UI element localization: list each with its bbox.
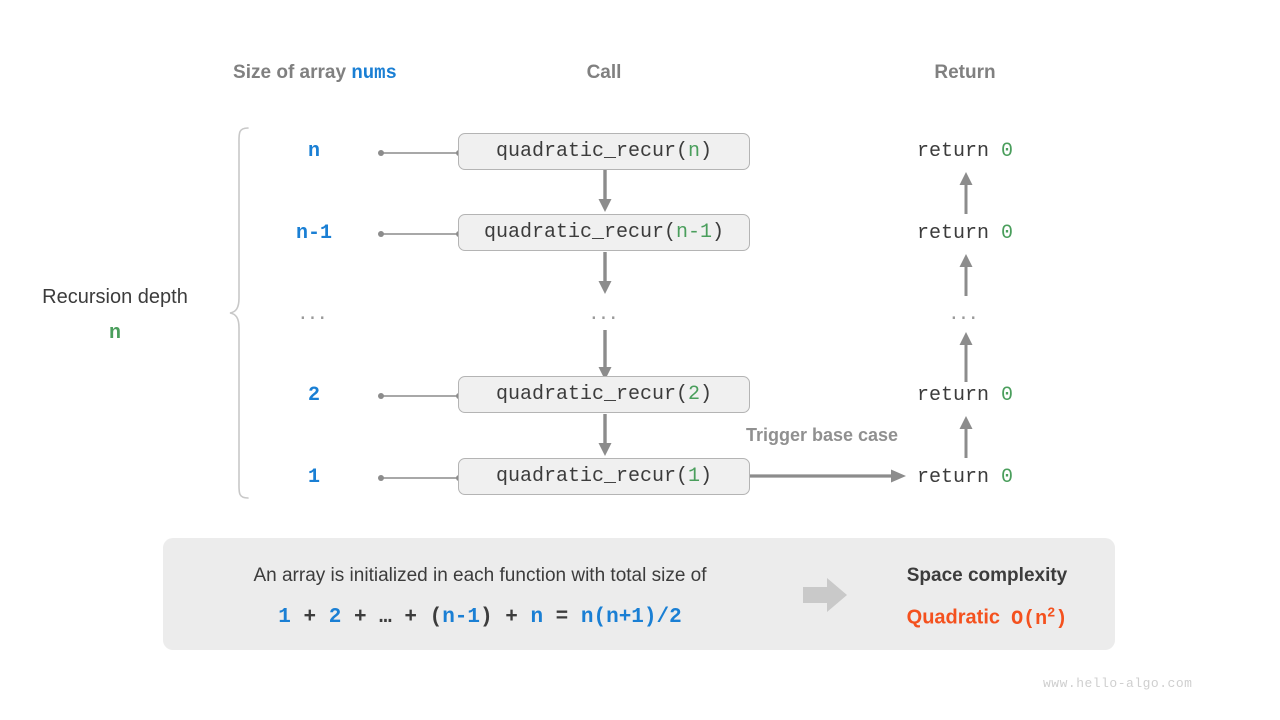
call-arrow-0-to-1	[598, 170, 612, 212]
complexity-bigo-exponent: 2	[1047, 606, 1056, 621]
return-arrow-4-to-3	[959, 416, 973, 458]
return-arrow-1-to-0	[959, 172, 973, 214]
size-label-row-4: 1	[307, 466, 320, 489]
recursion-depth-title: Recursion depth	[42, 286, 188, 308]
formula-op-4: +	[505, 606, 518, 629]
size-label-row-2-ellipsis: ...	[299, 298, 329, 325]
column-header-size-var: nums	[351, 62, 397, 84]
call-arrow-3-to-4	[598, 414, 612, 456]
call-box-row-3-text: quadratic_recur(2)	[495, 383, 713, 406]
call-arg-row-4: 1	[688, 465, 701, 488]
call-box-row-0-text: quadratic_recur(n)	[495, 140, 713, 163]
trigger-base-case-label: Trigger base case	[745, 425, 899, 445]
summary-block-arrow-icon	[803, 578, 847, 612]
recursion-depth-value: n	[108, 322, 121, 345]
return-value-row-1: 0	[1001, 222, 1014, 245]
call-ellipsis: ...	[590, 298, 620, 325]
size-label-row-3: 2	[307, 384, 320, 407]
call-box-row-1-text: quadratic_recur(n-1)	[483, 221, 725, 244]
call-arg-row-0: n	[688, 140, 701, 163]
connector-line-row-1	[378, 231, 462, 237]
size-label-row-1: n-1	[295, 222, 332, 245]
watermark: www.hello-algo.com	[1043, 676, 1193, 691]
formula-term-1: 1	[278, 606, 291, 629]
connector-line-row-3	[378, 393, 462, 399]
call-box-row-0[interactable]: quadratic_recur(n)	[458, 133, 750, 170]
call-arg-row-3: 2	[688, 383, 701, 406]
call-arg-row-1: n-1	[676, 221, 713, 244]
return-arrow-3-to-2	[959, 332, 973, 382]
formula-lparen: (	[429, 606, 443, 629]
summary-formula: 1 + 2 + … + (n-1) + n = n(n+1)/2	[180, 606, 780, 629]
formula-term-2: 2	[328, 606, 342, 629]
return-ellipsis: ...	[950, 298, 980, 325]
call-box-row-4-text: quadratic_recur(1)	[495, 465, 713, 488]
call-arrow-2-to-3	[598, 330, 612, 380]
formula-result: n(n+1)/2	[580, 606, 682, 629]
column-header-return: Return	[934, 62, 996, 83]
column-header-size: Size of array nums	[190, 62, 440, 84]
call-box-row-1[interactable]: quadratic_recur(n-1)	[458, 214, 750, 251]
return-value-row-0: 0	[1001, 140, 1014, 163]
return-label-row-3: return 0	[916, 384, 1014, 407]
formula-ellipsis: …	[379, 606, 392, 629]
complexity-bigo: O(n2)	[1011, 606, 1068, 631]
complexity-bigo-prefix: O(n	[1011, 607, 1048, 631]
formula-term-4: n-1	[442, 606, 481, 629]
complexity-kind: Quadratic	[906, 606, 1001, 629]
size-label-row-0: n	[307, 140, 320, 163]
connector-line-row-4	[378, 475, 462, 481]
summary-panel	[163, 538, 1115, 650]
return-label-row-4: return 0	[916, 466, 1014, 489]
formula-equals: =	[555, 606, 569, 629]
formula-term-5: n	[530, 606, 544, 629]
column-header-size-prefix: Size of array	[233, 62, 352, 83]
connector-line-row-0	[378, 150, 462, 156]
call-box-row-4[interactable]: quadratic_recur(1)	[458, 458, 750, 495]
summary-text: An array is initialized in each function…	[253, 565, 707, 586]
formula-rparen: )	[480, 606, 493, 629]
call-box-row-3[interactable]: quadratic_recur(2)	[458, 376, 750, 413]
space-complexity-title: Space complexity	[906, 565, 1068, 586]
formula-op-2: +	[353, 606, 367, 629]
return-value-row-3: 0	[1001, 384, 1014, 407]
complexity-bigo-suffix: )	[1055, 607, 1068, 631]
recursion-depth-brace	[229, 127, 249, 499]
return-value-row-4: 0	[1001, 466, 1014, 489]
column-header-call: Call	[586, 62, 622, 83]
formula-op-1: +	[303, 606, 317, 629]
base-case-arrow	[750, 469, 906, 483]
return-label-row-1: return 0	[916, 222, 1014, 245]
formula-op-3: +	[404, 606, 417, 629]
return-arrow-2-to-1	[959, 254, 973, 296]
return-label-row-0: return 0	[916, 140, 1014, 163]
space-complexity-value: Quadratic O(n2)	[872, 606, 1102, 631]
call-arrow-1-to-2	[598, 252, 612, 294]
